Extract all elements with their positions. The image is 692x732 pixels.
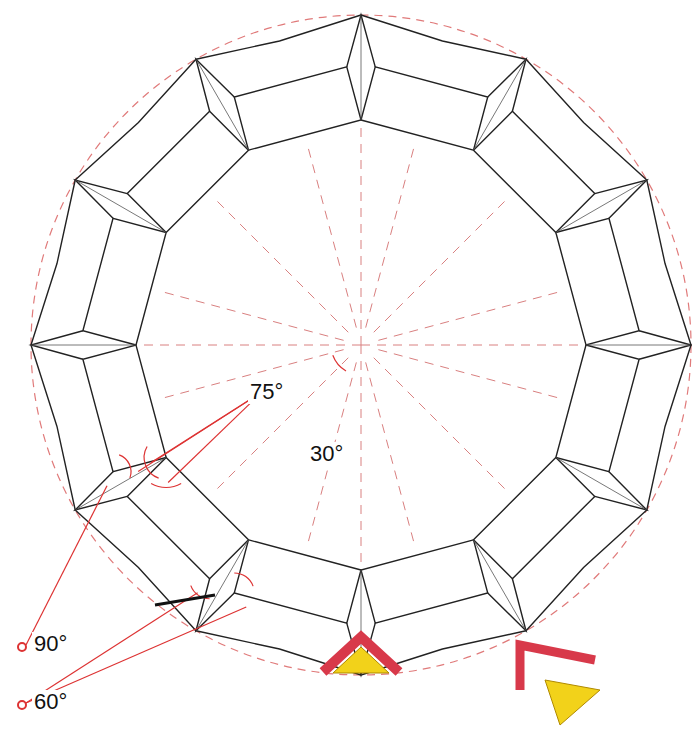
- piece-markers: [323, 637, 600, 725]
- angle-label: 30°: [308, 442, 345, 466]
- angle-marks: [18, 355, 346, 709]
- angle-label: 60°: [32, 690, 69, 714]
- circumcircle: [31, 15, 691, 675]
- highlight-edge: [155, 595, 215, 605]
- angle-label: 75°: [248, 380, 285, 404]
- spokes: [136, 120, 586, 570]
- tile-ring: [31, 15, 691, 675]
- angle-label: 90°: [32, 632, 69, 656]
